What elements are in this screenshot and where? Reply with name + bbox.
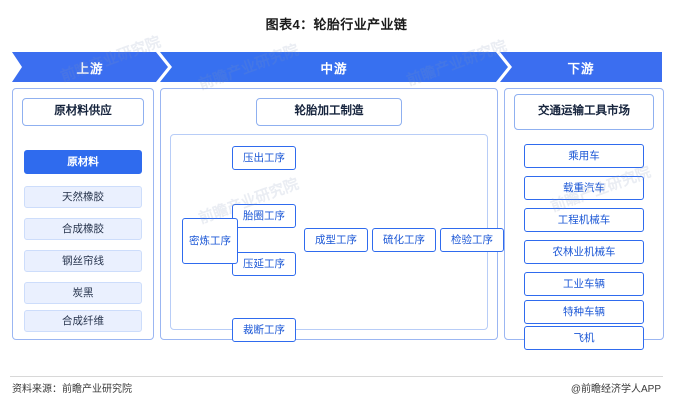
downstream-item-construction-machinery[interactable]: 工程机械车: [524, 208, 644, 232]
footer-divider: [10, 376, 663, 377]
upstream-heading: 原材料供应: [22, 98, 144, 126]
upstream-item-carbon-black[interactable]: 炭黑: [24, 282, 142, 304]
midstream-process-calendering[interactable]: 压延工序: [232, 252, 296, 276]
page-title: 图表4：轮胎行业产业链: [265, 17, 408, 32]
downstream-item-heavy-truck[interactable]: 载重汽车: [524, 176, 644, 200]
upstream-item-steel-cord[interactable]: 钢丝帘线: [24, 250, 142, 272]
downstream-item-industrial-vehicle[interactable]: 工业车辆: [524, 272, 644, 296]
downstream-heading: 交通运输工具市场: [514, 94, 654, 130]
midstream-process-bead[interactable]: 胎圈工序: [232, 204, 296, 228]
midstream-process-extrusion[interactable]: 压出工序: [232, 146, 296, 170]
stage-arrow-upstream: 上游: [12, 52, 168, 82]
upstream-item-synthetic-fiber[interactable]: 合成纤维: [24, 310, 142, 332]
stage-arrow-midstream: 中游: [160, 52, 508, 82]
stage-arrow-downstream: 下游: [500, 52, 662, 82]
downstream-item-special-vehicle[interactable]: 特种车辆: [524, 300, 644, 324]
upstream-primary-item[interactable]: 原材料: [24, 150, 142, 174]
midstream-process-forming[interactable]: 成型工序: [304, 228, 368, 252]
midstream-process-cutting[interactable]: 裁断工序: [232, 318, 296, 342]
midstream-process-curing[interactable]: 硫化工序: [372, 228, 436, 252]
midstream-heading: 轮胎加工制造: [256, 98, 402, 126]
midstream-process-mixing[interactable]: 密炼工序: [182, 218, 238, 264]
upstream-item-synthetic-rubber[interactable]: 合成橡胶: [24, 218, 142, 240]
downstream-item-agricultural-machinery[interactable]: 农林业机械车: [524, 240, 644, 264]
source-note: 资料来源：前瞻产业研究院: [12, 384, 132, 395]
downstream-item-passenger-car[interactable]: 乘用车: [524, 144, 644, 168]
stage-band: 上游 中游 下游: [12, 52, 662, 82]
upstream-item-natural-rubber[interactable]: 天然橡胶: [24, 186, 142, 208]
brand-label: @前瞻经济学人APP: [570, 384, 661, 395]
downstream-item-aircraft[interactable]: 飞机: [524, 326, 644, 350]
midstream-process-inspection[interactable]: 检验工序: [440, 228, 504, 252]
